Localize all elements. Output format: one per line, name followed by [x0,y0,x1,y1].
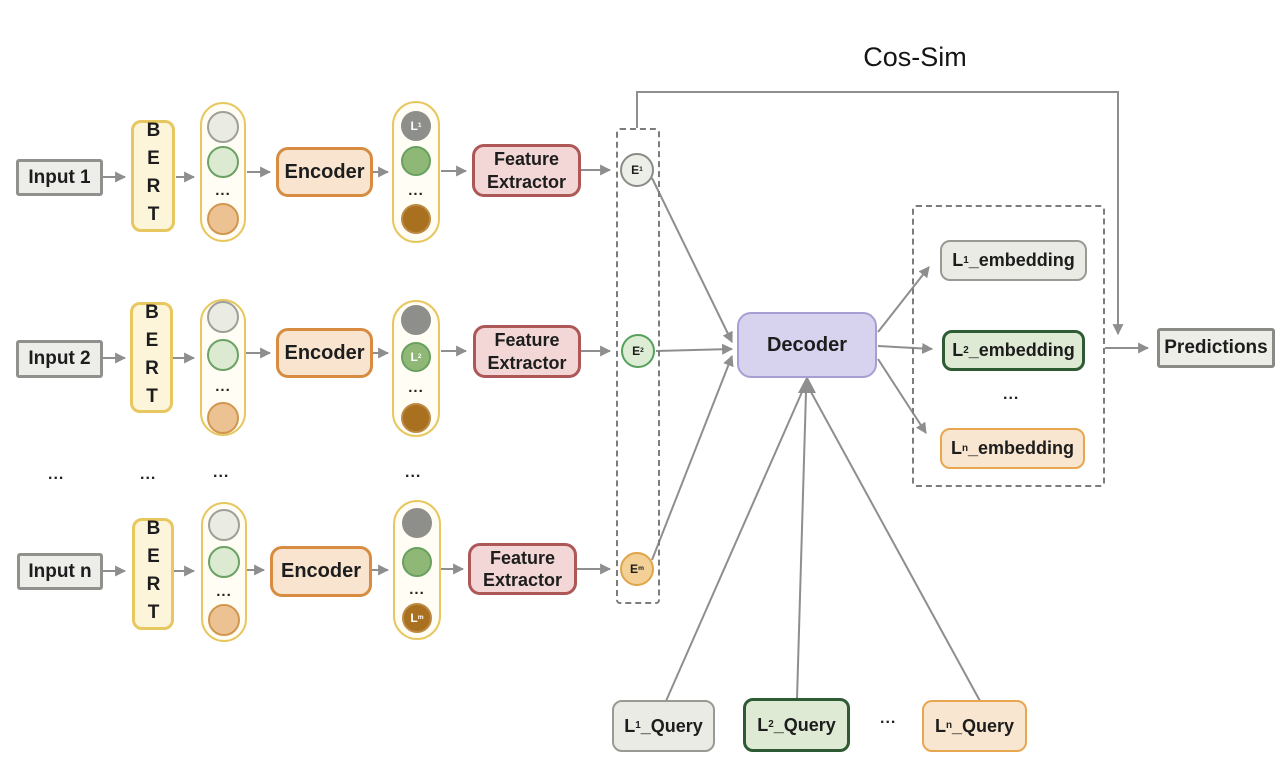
input-2-label: Input 2 [28,348,91,369]
rows-ellipsis: ... [405,464,422,481]
input-2-box: Input 2 [16,340,103,378]
encoder-box-row1: Encoder [276,147,373,197]
encoder-box-rown: Encoder [270,546,372,597]
input-n-label: Input n [28,560,92,582]
feature-extractor-label: Feature Extractor [482,547,563,591]
bert-box-row2: BERT [130,301,173,414]
feature-extractor-box-row2: Feature Extractor [473,325,581,378]
input-1-label: Input 1 [28,166,91,188]
query-base: L [624,715,636,736]
rows-ellipsis: ... [140,466,157,483]
token-circle-green [208,546,240,578]
feature-extractor-box-row1: Feature Extractor [472,144,581,197]
embedding-rest: _embedding [968,250,1075,270]
token-circle-orange [207,402,239,434]
encoded-circle-gray [401,305,431,335]
token-circle-gray [208,509,240,541]
embedding-rest: _embedding [968,340,1075,360]
e-circle-base: E [632,344,641,358]
bert-box-row1: BERT [131,120,175,232]
encoder-label: Encoder [280,560,362,582]
bert-label: BERT [143,518,164,630]
query-rest: _Query [952,715,1015,736]
encoded-ellipsis: ... [408,379,424,396]
query-base: L [934,715,946,736]
token-circle-green [207,146,239,178]
query-rest: _Query [773,714,836,735]
token-ellipsis: ... [215,182,231,199]
token-circle-green [207,339,239,371]
token-circle-gray [207,301,239,333]
encoded-circle-green [401,146,431,176]
embeddings-ellipsis: ... [1003,386,1020,403]
feature-extractor-label: Feature Extractor [487,330,567,373]
decoder-label: Decoder [766,333,848,356]
embedding-base: L [952,250,964,270]
predictions-label: Predictions [1164,337,1268,358]
encoded-circle-green [402,547,432,577]
predictions-box: Predictions [1157,328,1275,368]
l-circle-base: L [410,119,418,133]
bert-label: BERT [141,301,163,414]
bert-box-rown: BERT [132,518,174,630]
rows-ellipsis: ... [213,464,230,481]
query-rest: _Query [640,715,703,736]
encoder-box-row2: Encoder [276,328,373,378]
decoder-box: Decoder [737,312,877,378]
encoder-label: Encoder [284,341,365,364]
e-circle-base: E [631,163,640,177]
input-1-box: Input 1 [16,159,103,196]
encoded-circle-gray [402,508,432,538]
rows-ellipsis: ... [48,466,65,483]
cos-sim-label: Cos-Sim [863,42,967,72]
e-vectors-dashed-box [616,128,660,604]
embedding-rest: _embedding [968,438,1075,458]
embedding-base: L [950,438,962,458]
input-n-box: Input n [17,553,103,590]
token-ellipsis: ... [216,583,232,600]
token-circle-gray [207,111,239,143]
feature-extractor-label: Feature Extractor [486,149,567,192]
e-circle-base: E [630,562,639,576]
encoded-circle-brown [401,403,431,433]
embedding-base: L [952,340,964,360]
encoded-ellipsis: ... [409,581,425,598]
embeddings-dashed-box [912,205,1105,487]
query-base: L [757,714,769,735]
bert-label: BERT [143,120,164,232]
token-circle-orange [208,604,240,636]
l-circle-base: L [410,611,418,625]
queries-ellipsis: ... [880,710,897,727]
l-circle-base: L [410,350,418,364]
feature-extractor-box-rown: Feature Extractor [468,543,577,595]
encoder-label: Encoder [284,160,365,183]
token-circle-orange [207,203,239,235]
token-ellipsis: ... [215,378,231,395]
encoded-circle-brown [401,204,431,234]
encoded-ellipsis: ... [408,182,424,199]
